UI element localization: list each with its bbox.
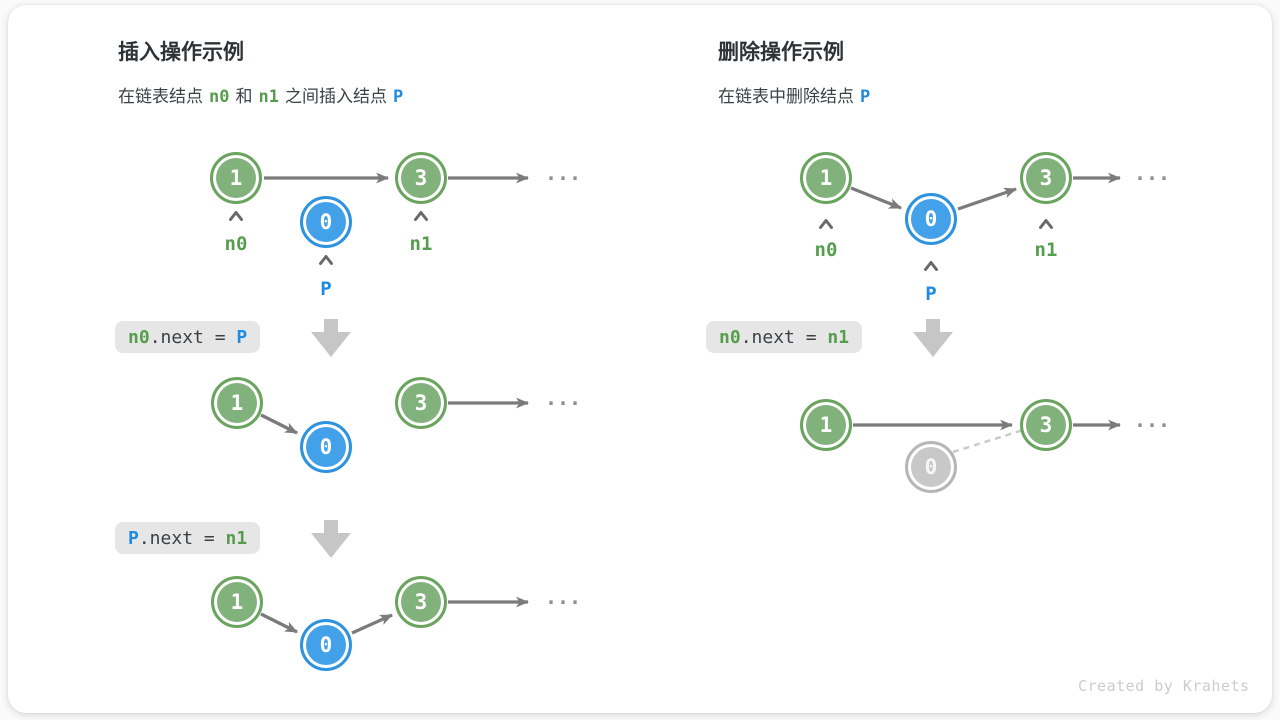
- delete-code-op: .next =: [740, 326, 828, 348]
- insert-s3-node-3: 3: [395, 576, 447, 628]
- delete-panel-title: 删除操作示例: [718, 41, 844, 64]
- delete-s1-node-1: 1: [800, 152, 852, 204]
- insert-code1-op: .next =: [149, 326, 237, 348]
- insert-s1-node-p: 0: [300, 196, 352, 248]
- delete-subtitle-token-p: P: [860, 87, 871, 107]
- delete-s1-node-3: 3: [1020, 152, 1072, 204]
- insert-s1-node-3: 3: [395, 152, 447, 204]
- delete-s2-node-p-removed: 0: [905, 441, 957, 493]
- delete-code-rhs: n1: [827, 326, 850, 348]
- delete-subtitle-text-1: 在链表中删除结点: [718, 87, 854, 106]
- insert-subtitle-text-1: 在链表结点: [118, 87, 203, 106]
- delete-s1-label-n1: n1: [1034, 239, 1058, 261]
- insert-code2-op: .next =: [138, 527, 226, 549]
- insert-subtitle-token-n1: n1: [258, 87, 279, 107]
- insert-s3-node-1: 1: [211, 576, 263, 628]
- delete-s1-ellipsis: ...: [1133, 161, 1171, 185]
- insert-s2-node-1: 1: [211, 377, 263, 429]
- insert-code-box-1: n0.next = P: [115, 321, 261, 353]
- insert-s1-node-1: 1: [210, 152, 262, 204]
- insert-code1-lhs: n0: [128, 326, 150, 348]
- insert-subtitle-token-p: P: [392, 87, 404, 107]
- insert-subtitle-text-3: 之间插入结点: [284, 87, 387, 106]
- insert-s1-label-n1: n1: [409, 233, 433, 255]
- delete-s1-node-p: 0: [905, 193, 957, 245]
- insert-subtitle-token-n0: n0: [209, 87, 230, 107]
- delete-panel-subtitle: 在链表中删除结点 P: [718, 82, 876, 107]
- insert-s3-ellipsis: ...: [544, 585, 582, 609]
- delete-s1-label-n0: n0: [814, 239, 838, 261]
- delete-code-box: n0.next = n1: [706, 321, 863, 353]
- delete-code-lhs: n0: [719, 326, 741, 348]
- delete-s2-node-3: 3: [1020, 399, 1072, 451]
- insert-code1-rhs: P: [236, 326, 248, 348]
- insert-s1-label-p: P: [320, 278, 332, 300]
- insert-s1-label-n0: n0: [224, 233, 248, 255]
- insert-s2-node-3: 3: [395, 377, 447, 429]
- delete-s2-ellipsis: ...: [1133, 408, 1171, 432]
- insert-panel-title: 插入操作示例: [118, 41, 244, 64]
- insert-panel-subtitle: 在链表结点 n0 和 n1 之间插入结点 P: [118, 82, 409, 107]
- insert-code2-rhs: n1: [225, 527, 248, 549]
- insert-s3-node-p: 0: [300, 619, 352, 671]
- diagram-card: [8, 5, 1272, 713]
- delete-s2-node-1: 1: [800, 399, 852, 451]
- credit-text: Created by Krahets: [1078, 677, 1250, 695]
- insert-subtitle-text-2: 和: [235, 87, 253, 106]
- delete-s1-label-p: P: [925, 283, 937, 305]
- insert-code-box-2: P.next = n1: [115, 522, 261, 554]
- insert-s1-ellipsis: ...: [544, 161, 582, 185]
- insert-s2-ellipsis: ...: [544, 386, 582, 410]
- insert-s2-node-p: 0: [300, 421, 352, 473]
- insert-code2-lhs: P: [128, 527, 139, 549]
